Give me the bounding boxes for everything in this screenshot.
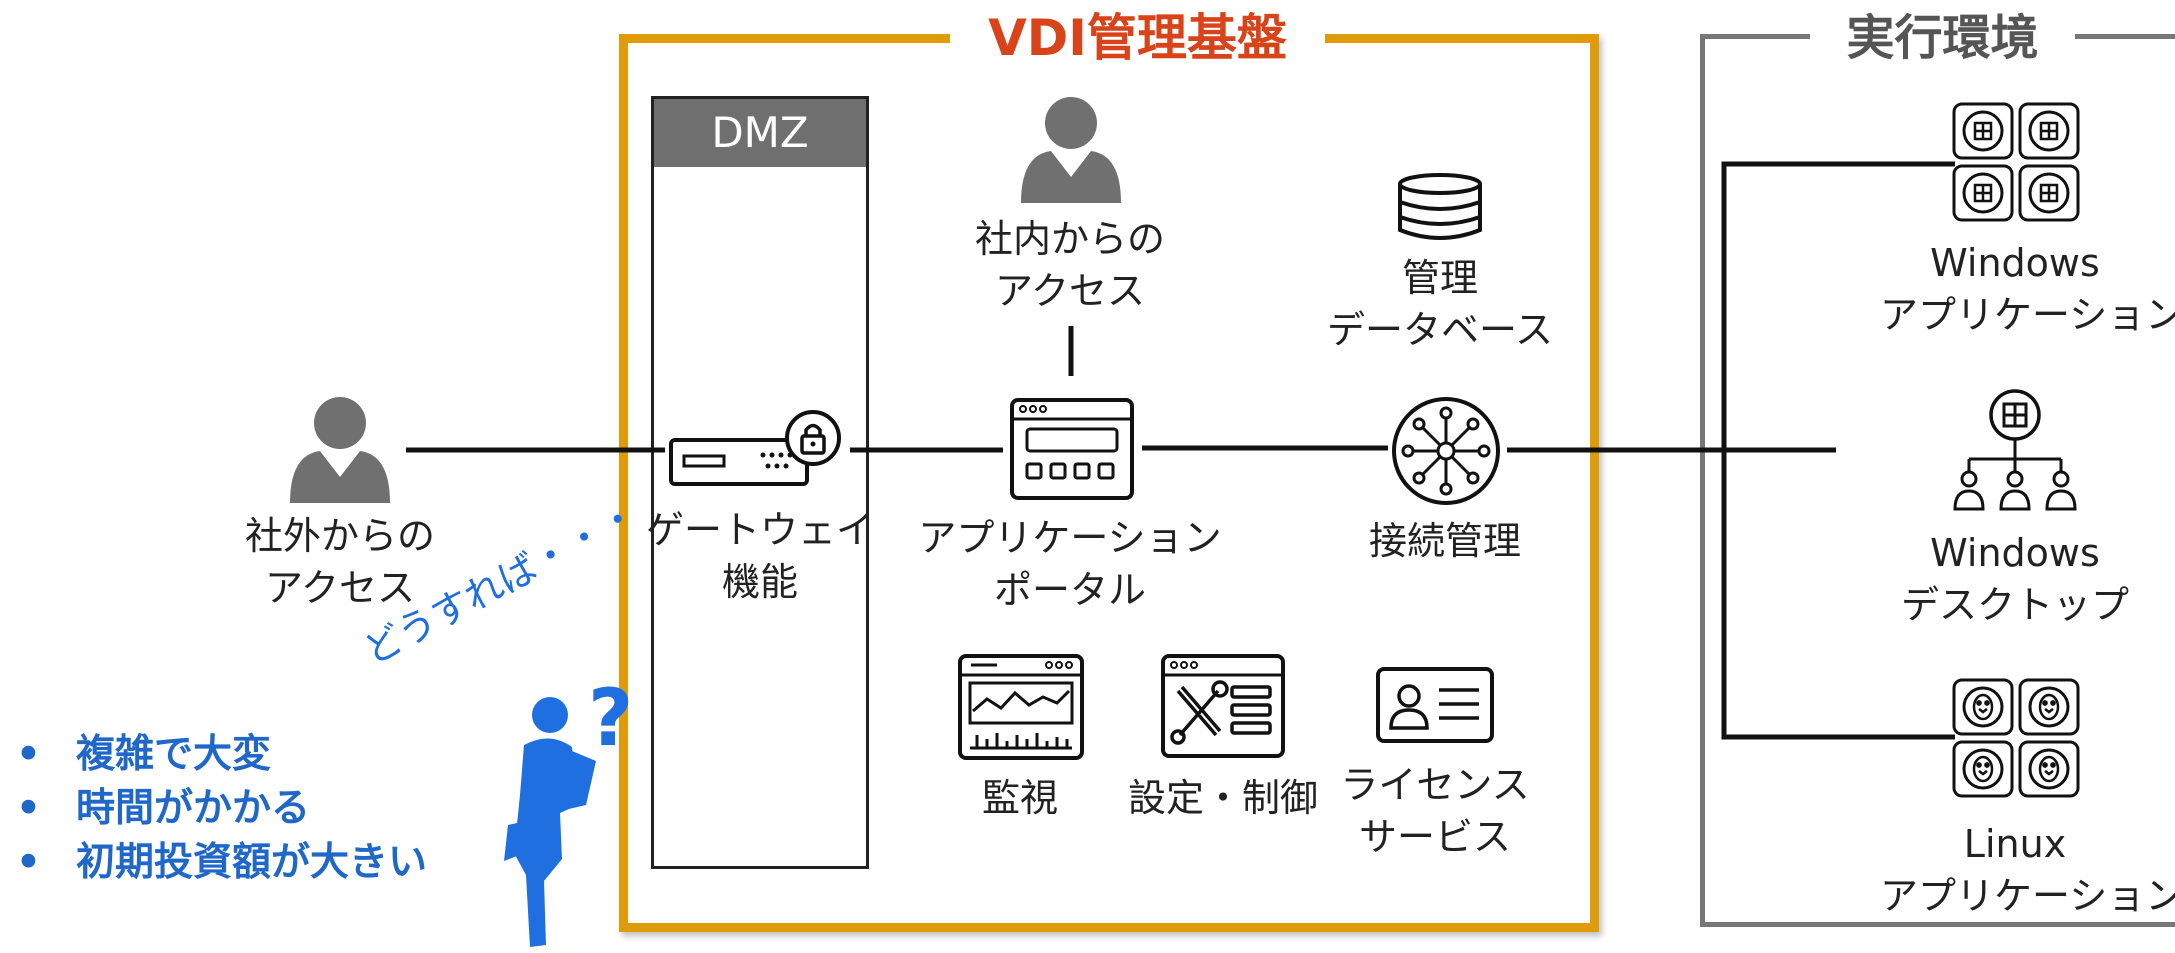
vdi-platform-title: VDI管理基盤: [950, 4, 1325, 72]
issue-item: 時間がかかる: [12, 782, 427, 836]
dmz-title: DMZ: [654, 99, 866, 167]
thinking-person-icon: ?: [504, 674, 633, 947]
monitoring-label: 監視: [981, 776, 1058, 820]
internal-access-label: 社内からのアクセス: [974, 217, 1165, 313]
license-service-label: ライセンスサービス: [1340, 763, 1530, 859]
issue-item: 複雑で大変: [12, 728, 427, 782]
gateway-label: ゲートウェイ機能: [645, 508, 874, 604]
hub-icon: [1392, 397, 1500, 505]
line-exec-bus: [1721, 161, 1955, 740]
svg-text:?: ?: [588, 674, 633, 764]
id-card-icon: [1376, 667, 1494, 743]
monitor-chart-icon: [958, 654, 1084, 760]
person-icon: [290, 397, 390, 503]
mgmt-db-label: 管理データベース: [1326, 256, 1554, 352]
execution-environment-title: 実行環境: [1810, 4, 2075, 72]
settings-control-label: 設定・制御: [1127, 776, 1318, 820]
issues-list: 複雑で大変 時間がかかる 初期投資額が大きい: [12, 728, 427, 890]
database-icon: [1398, 173, 1482, 240]
external-access-label: 社外からのアクセス: [244, 514, 435, 610]
app-portal-label: アプリケーションポータル: [918, 516, 1222, 612]
settings-tools-icon: [1161, 654, 1285, 758]
desktop-tree-icon: [1953, 389, 2077, 511]
windows-logo-icon: [1952, 102, 2080, 222]
portal-window-icon: [1010, 398, 1134, 500]
linux-penguin-icon: [1952, 678, 2080, 798]
connection-mgmt-label: 接続管理: [1368, 519, 1521, 563]
issue-item: 初期投資額が大きい: [12, 836, 427, 890]
gateway-lock-icon: [669, 410, 841, 486]
person-icon: [1021, 97, 1121, 203]
